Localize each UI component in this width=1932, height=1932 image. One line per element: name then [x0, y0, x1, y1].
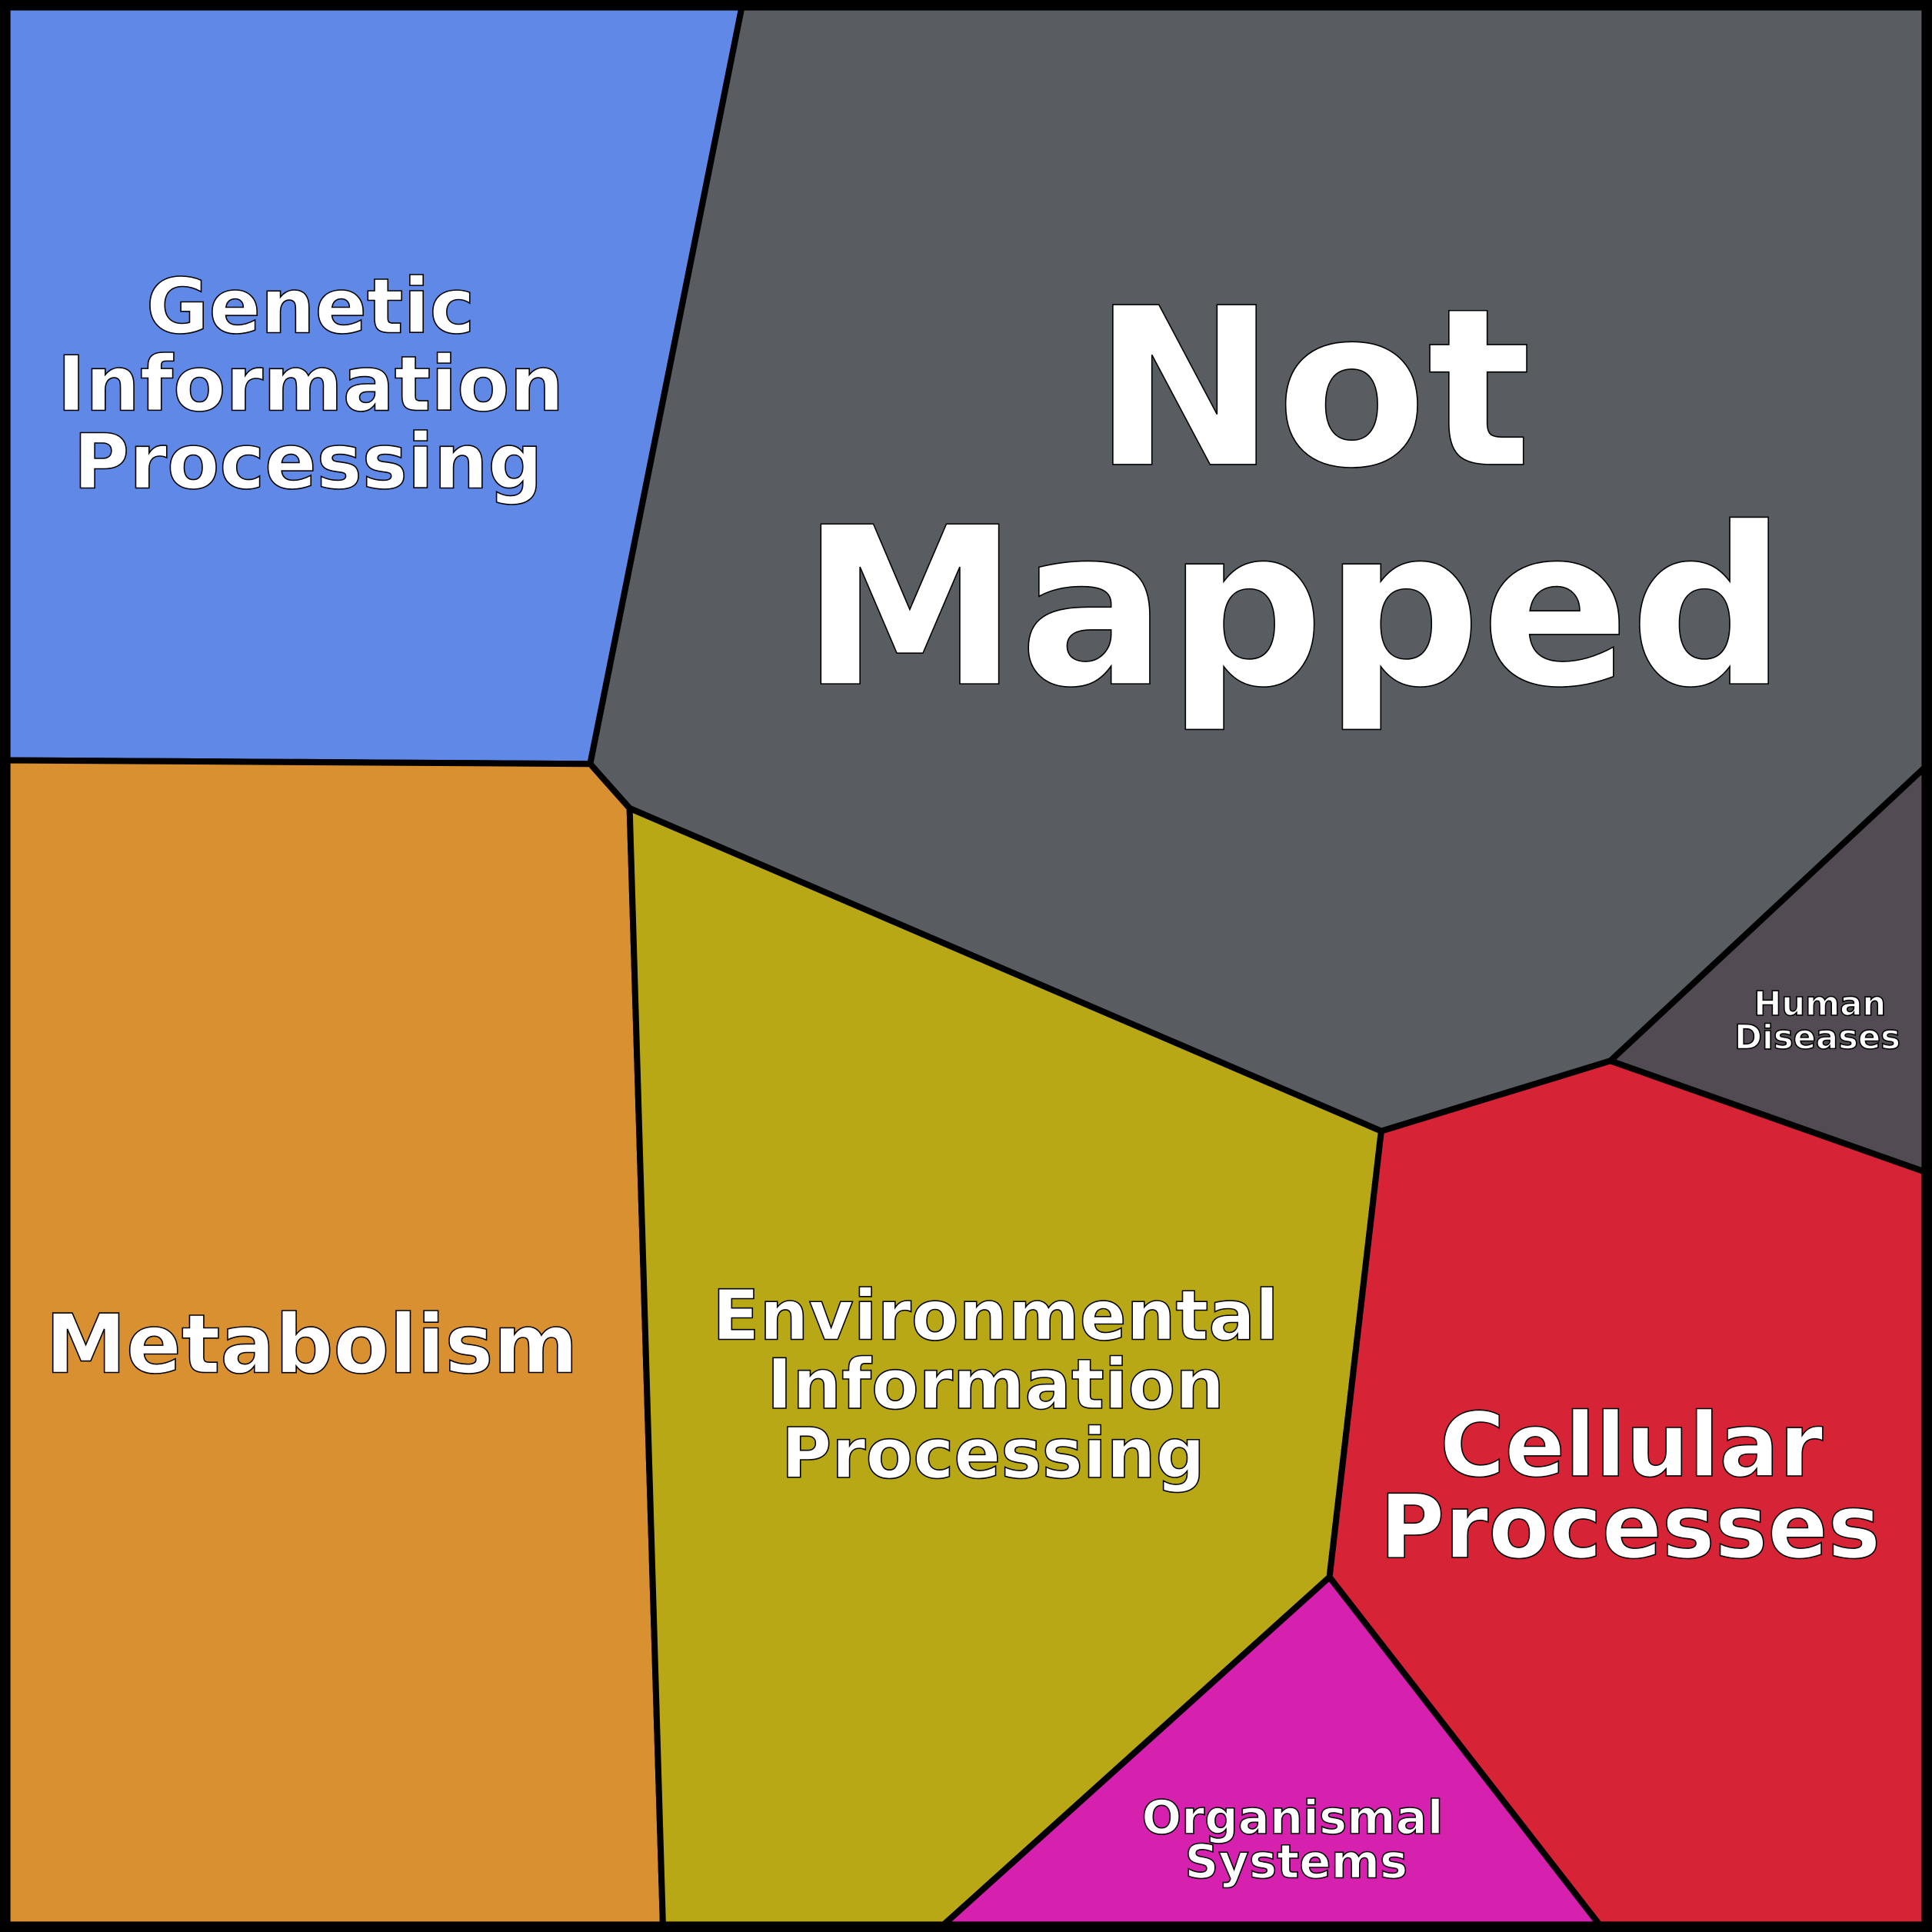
label-not-mapped: Not Mapped	[800, 261, 1787, 737]
label-line: Genetic	[146, 263, 475, 351]
label-human-diseases: Human Diseases	[1734, 984, 1900, 1058]
label-line: Processing	[781, 1414, 1205, 1494]
label-line: Metabolism	[45, 1297, 578, 1392]
label-line: Processing	[73, 418, 542, 506]
label-line: Systems	[1184, 1835, 1407, 1890]
label-line: Organismal	[1141, 1790, 1443, 1845]
label-line: Environmental	[712, 1276, 1278, 1356]
label-cellular: Cellular Processes	[1379, 1394, 1881, 1579]
label-line: Information	[57, 340, 564, 428]
label-line: Information	[767, 1345, 1224, 1425]
label-environmental: Environmental Information Processing	[711, 1276, 1279, 1495]
label-line: Human	[1754, 985, 1886, 1024]
label-line: Mapped	[801, 481, 1787, 736]
label-line: Diseases	[1734, 1018, 1900, 1057]
label-organismal: Organismal Systems	[1141, 1790, 1444, 1890]
label-line: Processes	[1380, 1476, 1880, 1579]
label-line: Cellular	[1440, 1394, 1823, 1497]
label-metabolism: Metabolism	[45, 1297, 578, 1393]
label-genetic: Genetic Information Processing	[56, 262, 565, 507]
label-line: Not	[1093, 261, 1532, 517]
